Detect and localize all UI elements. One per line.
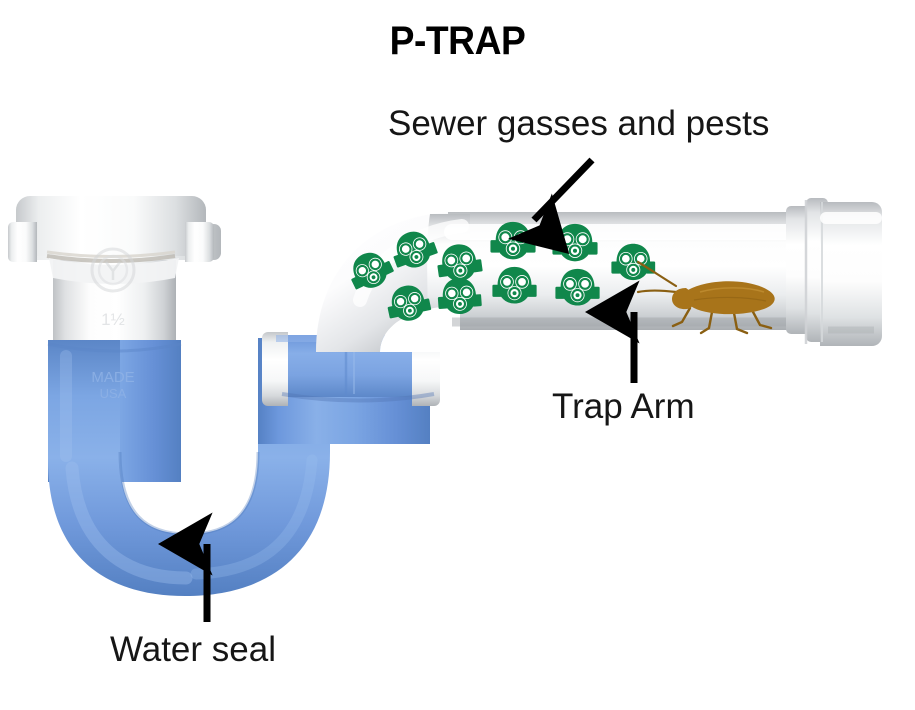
label-trap-arm: Trap Arm — [552, 387, 695, 426]
pipe-origin-marking: MADE — [91, 369, 134, 386]
label-water-seal: Water seal — [110, 630, 276, 669]
annotation-arrows — [157, 157, 640, 622]
svg-text:USA: USA — [100, 386, 127, 401]
inlet-pipe-assembly: 1½ — [8, 196, 221, 352]
inlet-slip-nut — [8, 196, 221, 263]
arrow-down-left-icon — [508, 157, 595, 255]
page-title: P-TRAP — [389, 19, 526, 63]
label-sewer-gasses-and-pests: Sewer gasses and pests — [388, 104, 770, 143]
outlet-hub — [786, 198, 882, 346]
cockroach-icon — [636, 260, 775, 335]
pipe-logo-emblem — [90, 247, 136, 293]
pipe-size-marking: 1½ — [101, 310, 125, 329]
